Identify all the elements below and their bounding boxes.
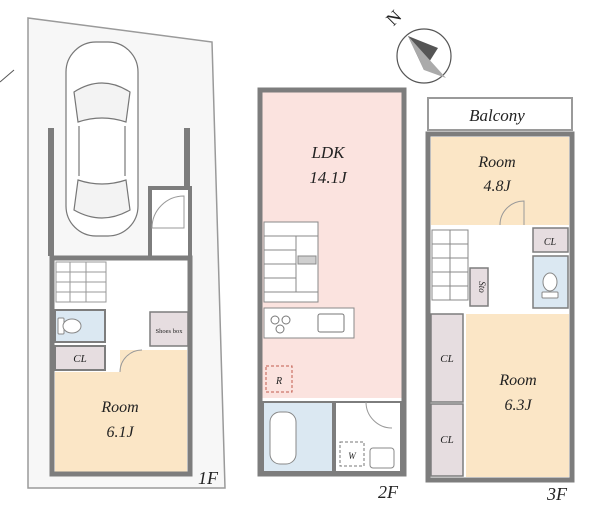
room-3f-large-name: Room — [498, 372, 536, 389]
ldk-size: 14.1J — [309, 168, 348, 187]
entry-door-swing — [151, 195, 185, 229]
floor-3f: Balcony Room 4.8J Sto CL CL CL — [425, 97, 575, 504]
wall-post — [184, 128, 190, 188]
closet-1f — [54, 345, 106, 371]
room-3f-large-size: 6.3J — [504, 397, 532, 414]
closet-3f-top-label: CL — [544, 237, 557, 248]
washroom-door-swing — [365, 401, 393, 429]
shoe-box-label: Shoes box — [156, 328, 184, 335]
room-3f-small — [431, 137, 569, 225]
fridge-label: R — [275, 376, 282, 387]
room-1f — [55, 372, 187, 472]
wall-post — [48, 128, 54, 256]
car-icon — [65, 41, 139, 237]
bathtub-icon — [269, 411, 297, 465]
compass: N — [382, 6, 452, 84]
storage-label: Sto — [477, 281, 487, 293]
balcony-label: Balcony — [469, 106, 525, 125]
stairs-2f — [263, 221, 319, 303]
washer-label: W — [348, 451, 357, 461]
room-1f-size: 6.1J — [106, 424, 134, 441]
closet-3f-top — [532, 227, 569, 253]
ldk-name: LDK — [310, 143, 346, 162]
room-1f-door-swing — [119, 349, 143, 373]
room-3f-large — [466, 314, 569, 477]
floor-2f: LDK 14.1J R W 2F — [257, 87, 407, 502]
stairs-1f — [55, 261, 107, 303]
closet-3f-low — [430, 403, 464, 477]
washer-space — [339, 441, 365, 467]
room-3f-small-name: Room — [477, 154, 515, 171]
stairs-3f — [431, 229, 469, 301]
floor-2f-label: 2F — [378, 482, 399, 502]
closet-3f-low-label: CL — [440, 434, 453, 446]
room-1f-name: Room — [100, 399, 138, 416]
stove-icon — [270, 315, 291, 334]
closet-3f-mid-label: CL — [440, 353, 453, 365]
toilet-icon — [57, 317, 82, 335]
toilet-icon — [541, 272, 559, 299]
shoe-box — [149, 311, 189, 347]
road-line — [0, 69, 15, 83]
floor-3f-label: 3F — [546, 484, 568, 504]
room-3f-small-size: 4.8J — [483, 178, 511, 195]
balcony-area — [427, 97, 573, 131]
floor-1f: Shoes box CL Room 6.1J 1F — [0, 17, 226, 489]
closet-1f-label: CL — [73, 353, 86, 365]
floor-1f-label: 1F — [198, 468, 219, 488]
compass-north-label: N — [382, 6, 405, 29]
storage-3f — [469, 267, 489, 307]
sink-icon — [317, 313, 345, 333]
room-3f-small-door-swing — [499, 200, 525, 226]
fridge-space — [265, 365, 293, 393]
wash-basin-icon — [369, 447, 395, 469]
closet-3f-mid — [430, 313, 464, 403]
